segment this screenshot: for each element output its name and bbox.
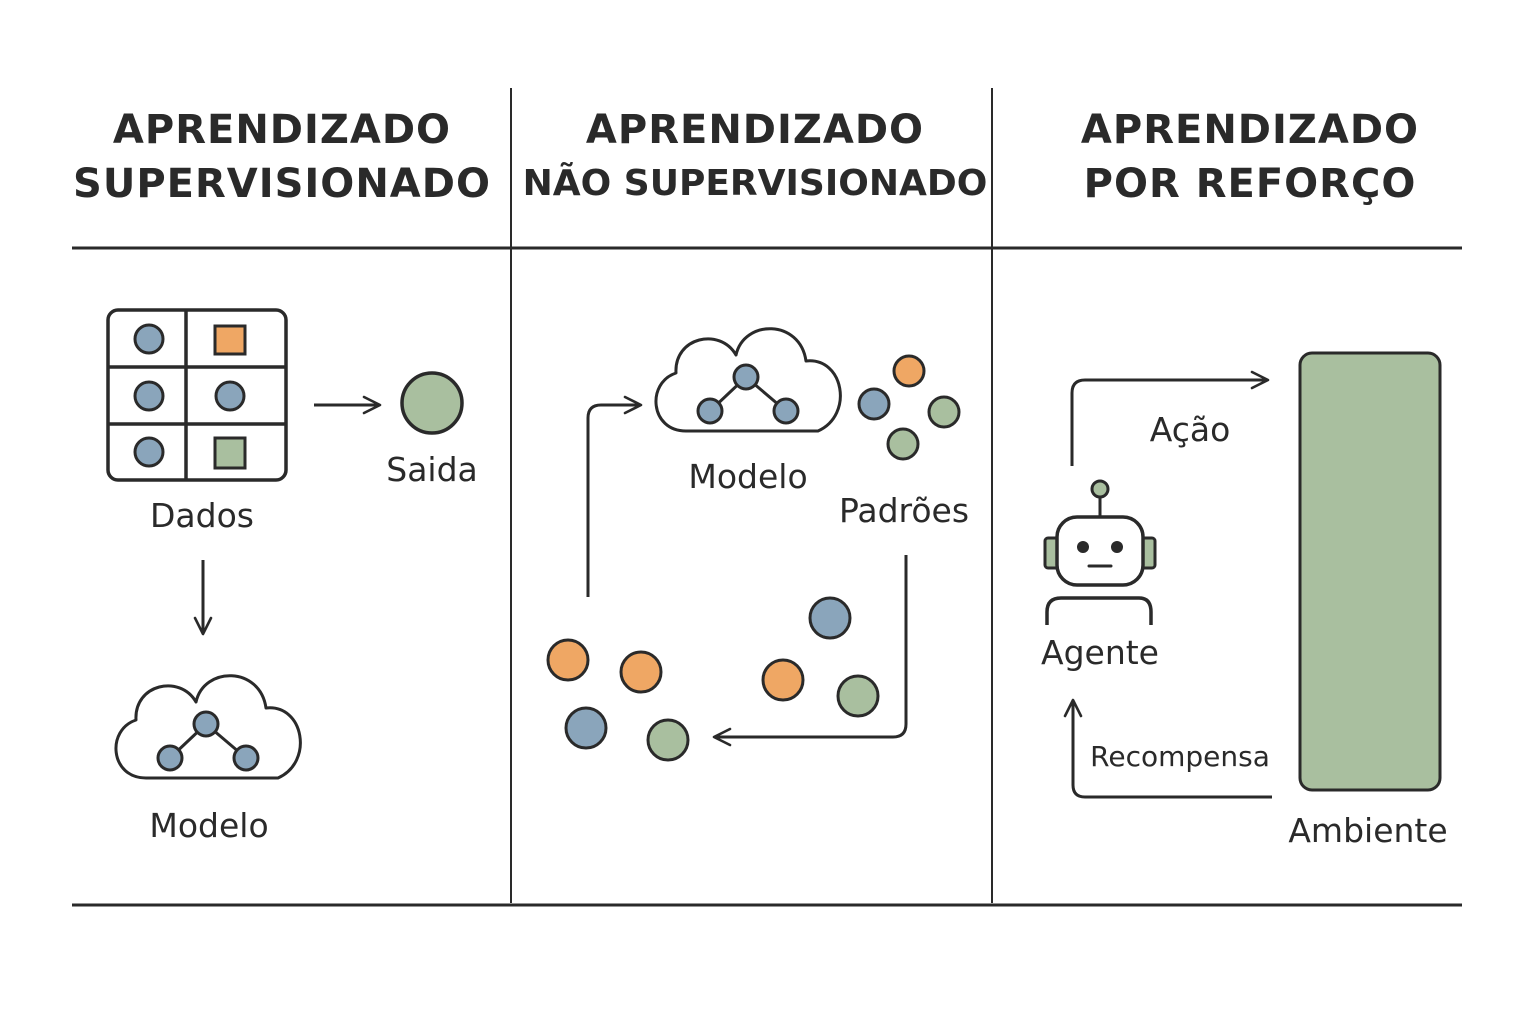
- agent-label: Agente: [1041, 633, 1159, 672]
- supervised-model-label: Modelo: [149, 806, 269, 845]
- reinforcement-title: APRENDIZADO POR REFORÇO: [1000, 103, 1500, 211]
- unsupervised-model-label: Modelo: [688, 457, 808, 496]
- action-label: Ação: [1149, 410, 1231, 449]
- unsupervised-model-cloud-icon: [654, 327, 842, 433]
- patterns-to-points-arrow: [712, 555, 908, 747]
- reward-arrow: [1063, 698, 1272, 799]
- patterns-label: Padrões: [838, 491, 970, 530]
- unsupervised-title: APRENDIZADO NÃO SUPERVISIONADO: [520, 103, 990, 211]
- unlabeled-points-icon: [546, 596, 880, 762]
- environment-block: [1298, 351, 1442, 792]
- robot-agent-icon: [1043, 479, 1157, 625]
- patterns-cluster-icon: [857, 354, 961, 461]
- supervised-title: APRENDIZADO SUPERVISIONADO: [72, 103, 492, 211]
- unsupervised-title-line2: NÃO SUPERVISIONADO: [522, 163, 988, 204]
- reinforcement-title-line1: APRENDIZADO: [1080, 107, 1420, 153]
- supervised-title-line2: SUPERVISIONADO: [73, 161, 491, 207]
- action-arrow: [1070, 370, 1270, 466]
- unsupervised-title-line1: APRENDIZADO: [585, 107, 925, 153]
- output-circle: [400, 371, 464, 435]
- data-label: Dados: [150, 496, 254, 535]
- reinforcement-title-line2: POR REFORÇO: [1083, 161, 1417, 207]
- feedback-arrow-up: [586, 395, 643, 597]
- reward-label: Recompensa: [1090, 740, 1270, 773]
- supervised-title-line1: APRENDIZADO: [112, 107, 452, 153]
- supervised-model-cloud-icon: [114, 674, 302, 780]
- environment-label: Ambiente: [1288, 811, 1448, 850]
- data-table-icon: [106, 308, 288, 482]
- output-label: Saida: [386, 450, 478, 489]
